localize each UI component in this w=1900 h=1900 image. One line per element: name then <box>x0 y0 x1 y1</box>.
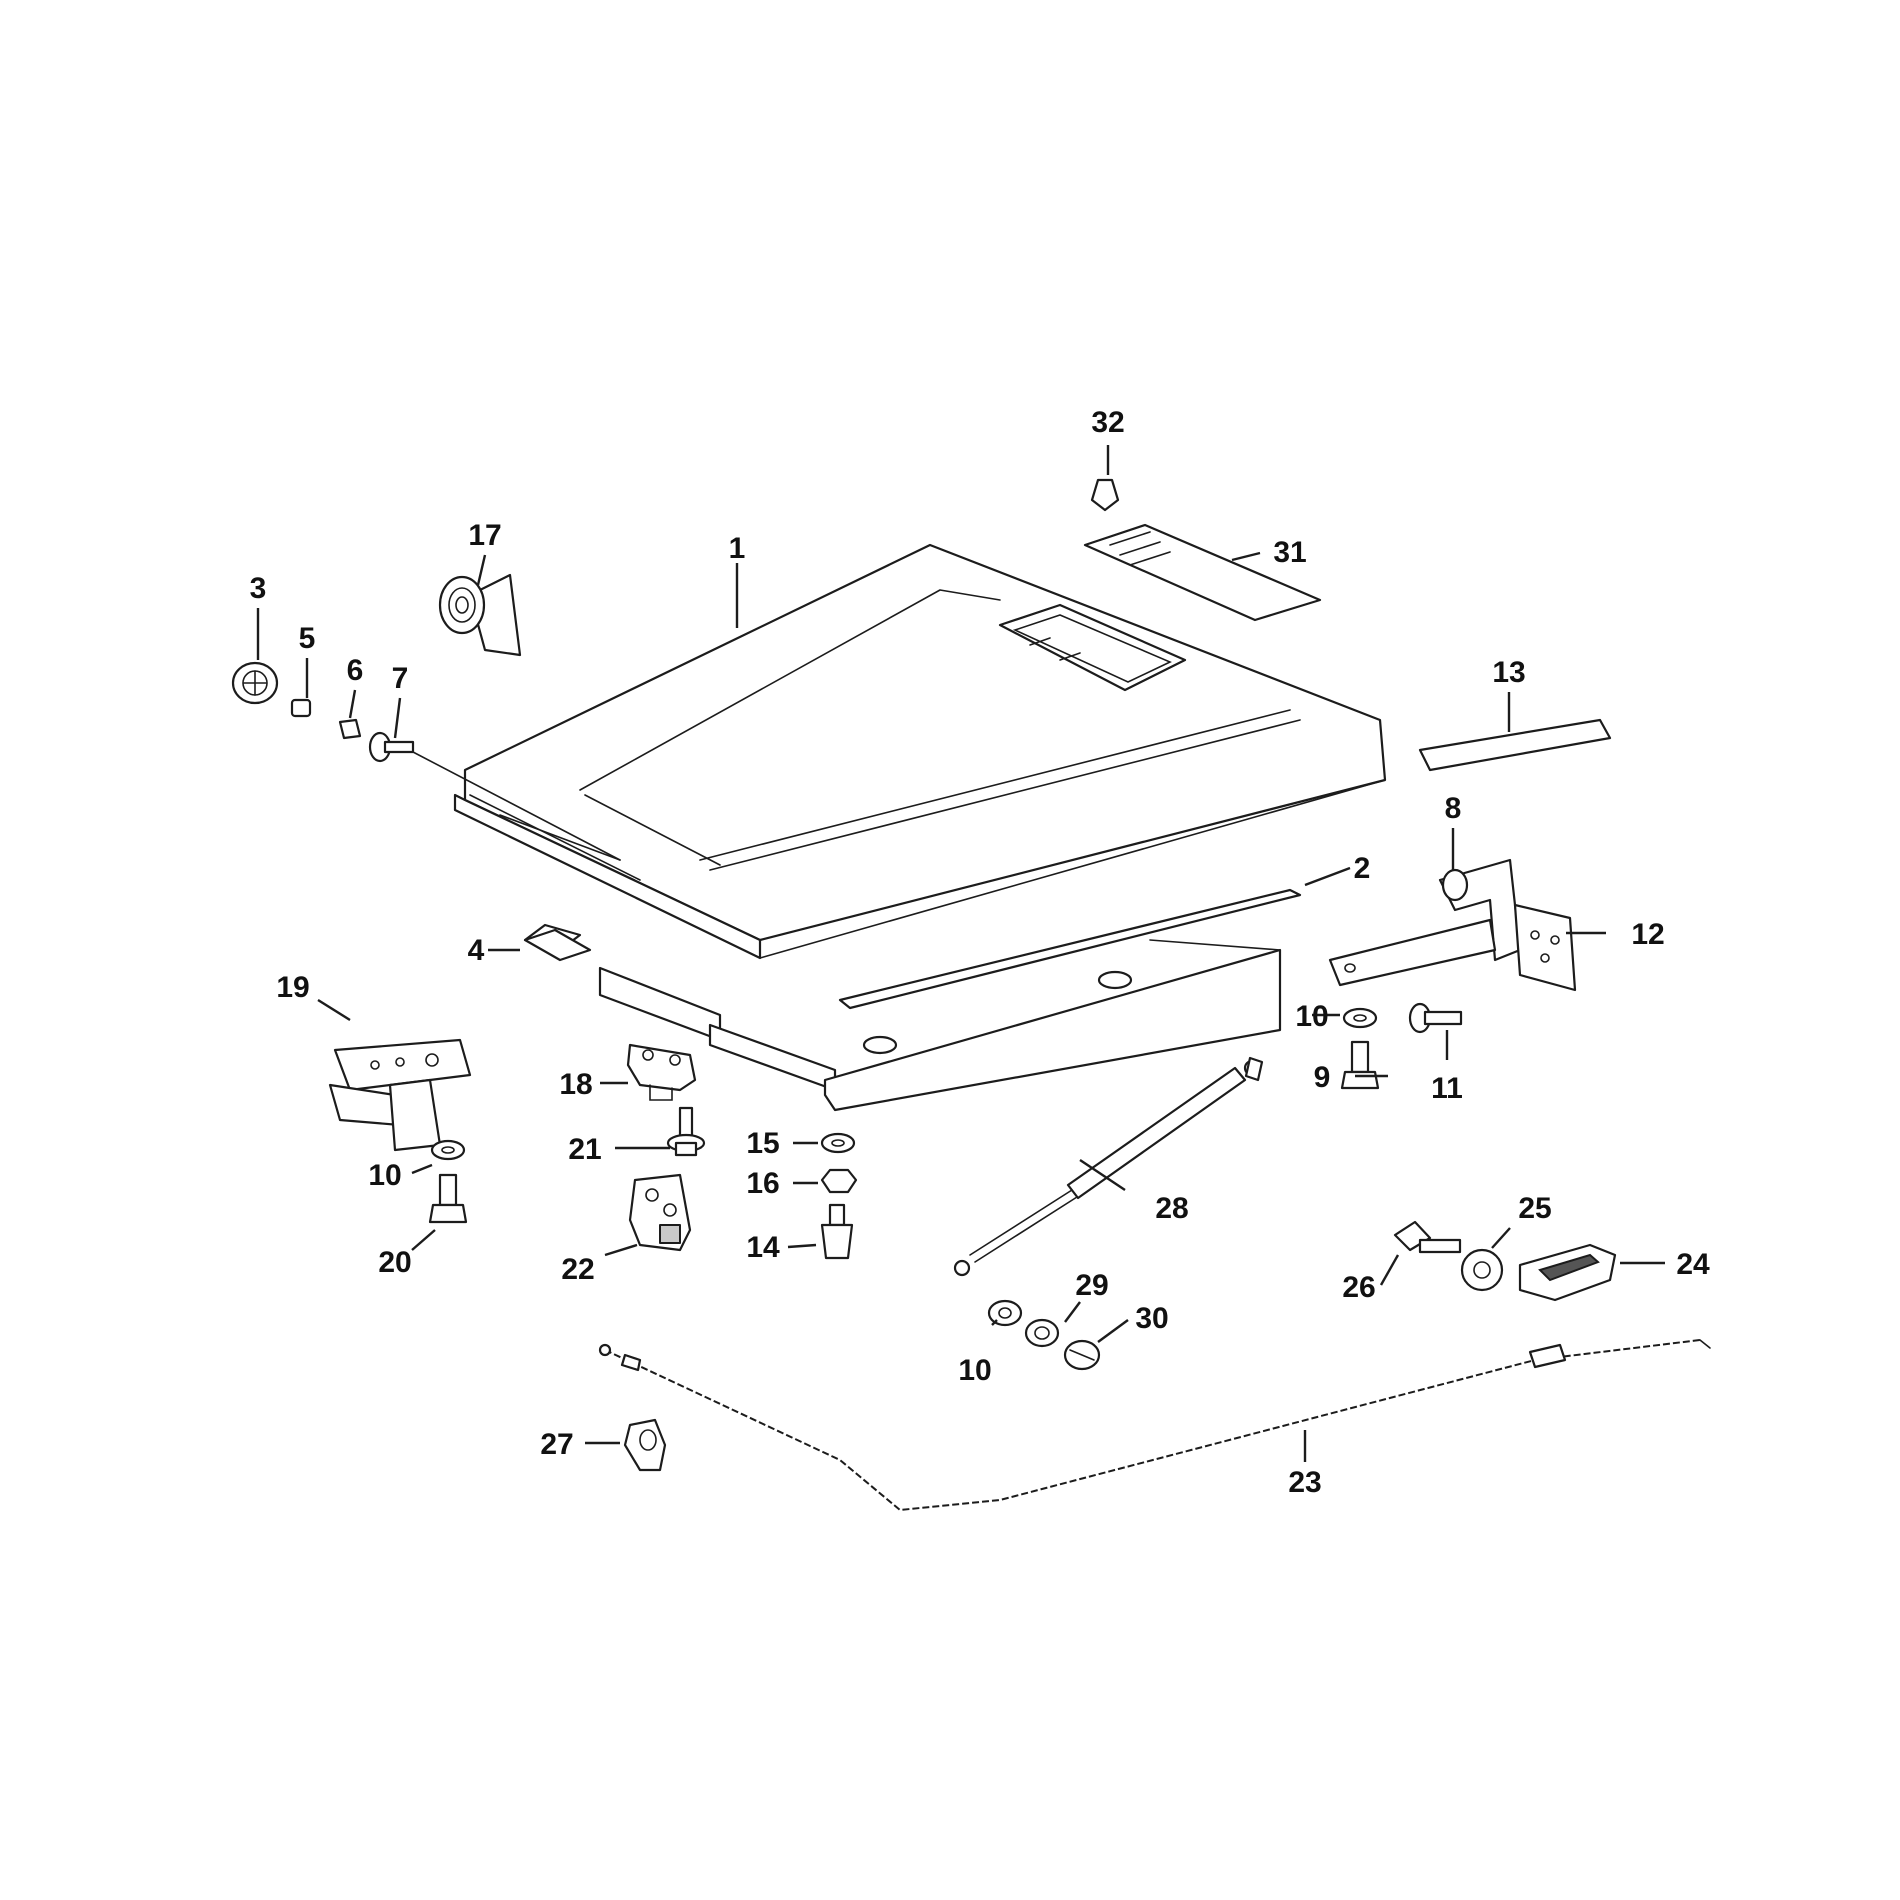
release-handle-bolt[interactable] <box>1393 1220 1462 1254</box>
callout-30: 30 <box>1135 1302 1168 1335</box>
hinge-screw[interactable] <box>1408 1002 1463 1034</box>
bumper-nut[interactable] <box>820 1168 858 1194</box>
callout-7: 7 <box>392 662 409 695</box>
callout-10-strut: 10 <box>958 1354 991 1387</box>
hood-panel[interactable] <box>453 543 1387 960</box>
callout-8: 8 <box>1445 792 1462 825</box>
callout-17: 17 <box>468 519 501 552</box>
hood-latch[interactable] <box>328 1038 472 1152</box>
emblem-nut[interactable] <box>290 698 312 718</box>
hood-pad[interactable] <box>523 928 592 962</box>
hood-hinge[interactable] <box>1328 858 1522 987</box>
callout-22: 22 <box>561 1253 594 1286</box>
callout-1: 1 <box>729 532 746 565</box>
callout-12: 12 <box>1631 918 1664 951</box>
washer-strut[interactable] <box>987 1299 1023 1327</box>
emblem-washer[interactable] <box>338 718 362 740</box>
hood-inner-frame <box>523 923 1282 1112</box>
leader-lines <box>256 445 1665 1462</box>
callout-18: 18 <box>559 1068 592 1101</box>
callout-10-latch: 10 <box>368 1159 401 1192</box>
callout-4: 4 <box>468 934 485 967</box>
strut-spacer[interactable] <box>1024 1318 1060 1348</box>
callout-19: 19 <box>276 971 309 1004</box>
callout-2: 2 <box>1354 852 1371 885</box>
callout-31: 31 <box>1273 536 1306 569</box>
release-cable[interactable] <box>598 1339 1711 1512</box>
callout-14: 14 <box>746 1231 780 1264</box>
scoop-grille[interactable] <box>1083 523 1322 622</box>
callout-6: 6 <box>347 654 364 687</box>
strut-clip[interactable] <box>1063 1339 1101 1371</box>
callout-9: 9 <box>1314 1061 1331 1094</box>
callout-23: 23 <box>1288 1466 1321 1499</box>
hinge-plate[interactable] <box>1513 903 1577 992</box>
callout-28: 28 <box>1155 1192 1188 1225</box>
insulation-roll[interactable] <box>438 573 522 657</box>
callout-5: 5 <box>299 622 316 655</box>
callout-27: 27 <box>540 1428 573 1461</box>
callout-16: 16 <box>746 1167 779 1200</box>
grille-clip[interactable] <box>1090 478 1120 512</box>
striker-bracket[interactable] <box>626 1043 697 1101</box>
callout-25: 25 <box>1518 1192 1551 1225</box>
callout-32: 32 <box>1091 406 1124 439</box>
callout-10-hinge: 10 <box>1295 1000 1328 1033</box>
bumper-washer[interactable] <box>820 1132 856 1154</box>
latch-mechanism[interactable] <box>628 1173 692 1252</box>
callout-11: 11 <box>1431 1072 1463 1105</box>
gas-strut[interactable] <box>953 1056 1264 1277</box>
washer-latch[interactable] <box>430 1139 466 1161</box>
callout-26: 26 <box>1342 1271 1375 1304</box>
release-handle-washer[interactable] <box>1460 1248 1504 1292</box>
hood-emblem[interactable] <box>231 661 279 705</box>
callout-20: 20 <box>378 1246 411 1279</box>
callout-15: 15 <box>746 1127 779 1160</box>
callout-24: 24 <box>1676 1248 1710 1281</box>
hood-strip[interactable] <box>838 888 1302 1010</box>
callout-21: 21 <box>568 1133 601 1166</box>
emblem-screw[interactable] <box>368 731 415 763</box>
callout-29: 29 <box>1075 1269 1108 1302</box>
callout-3: 3 <box>250 572 267 605</box>
release-handle[interactable] <box>1518 1243 1617 1302</box>
hinge-bolt[interactable] <box>1340 1040 1380 1090</box>
striker-bolt[interactable] <box>666 1106 706 1157</box>
cable-clip[interactable] <box>623 1418 667 1472</box>
callout-13: 13 <box>1492 656 1525 689</box>
latch-bolt[interactable] <box>428 1173 468 1224</box>
seal-strip[interactable] <box>1418 718 1612 772</box>
callout-labels: 1 2 3 4 5 6 7 8 9 10 10 10 11 12 13 14 1… <box>250 406 1710 1499</box>
hood-bumper[interactable] <box>820 1203 854 1260</box>
washer-hinge[interactable] <box>1342 1007 1378 1029</box>
